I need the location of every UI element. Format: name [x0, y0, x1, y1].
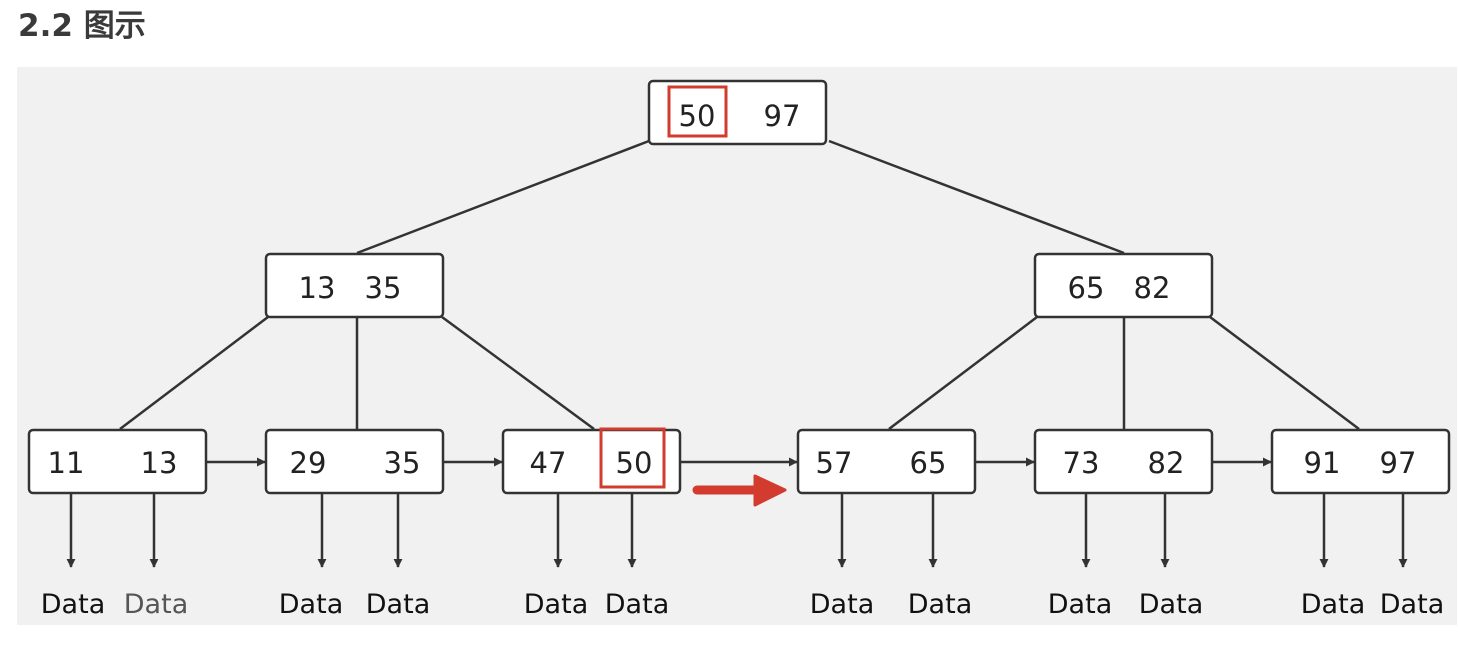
- data-pointers: [66, 493, 1408, 568]
- leaf2-key-1: 29: [290, 446, 327, 480]
- leaf3-highlight-box: [599, 427, 666, 489]
- leaf3-key-1: 47: [530, 446, 567, 480]
- leaf4-key-1: 57: [816, 446, 853, 480]
- leaf6-key-2: 97: [1380, 446, 1417, 480]
- edge-right-leaf6: [1209, 316, 1360, 430]
- leaf3-key-2: 50: [616, 446, 653, 480]
- leaf1-key-1: 11: [48, 446, 85, 480]
- edge-right-leaf4: [888, 316, 1038, 430]
- data-label: Data: [1139, 589, 1203, 620]
- data-label: Data: [1380, 589, 1444, 620]
- leaf-node-4: 57 65: [796, 428, 977, 495]
- internal-left-key-2: 35: [365, 271, 402, 305]
- internal-node-right: 65 82: [1033, 252, 1214, 319]
- bplus-tree-figure: 50 97 13 35 65 82 11 13 29 35 47: [17, 67, 1457, 625]
- internal-node-left: 13 35: [264, 252, 445, 319]
- data-label: Data: [524, 589, 588, 620]
- leaf5-key-1: 73: [1063, 446, 1100, 480]
- leaf4-key-2: 65: [910, 446, 947, 480]
- internal-right-key-1: 65: [1068, 271, 1105, 305]
- data-label: Data: [41, 589, 105, 620]
- data-label: Data: [605, 589, 669, 620]
- data-label: Data: [366, 589, 430, 620]
- tree-edges: [119, 139, 1360, 431]
- edge-left-leaf1: [119, 316, 269, 430]
- leaf2-key-2: 35: [384, 446, 421, 480]
- leaf-node-3: 47 50: [501, 427, 682, 495]
- internal-left-key-1: 13: [299, 271, 336, 305]
- leaf-node-1: 11 13: [27, 428, 208, 495]
- data-label: Data: [1048, 589, 1112, 620]
- root-highlight-box: [667, 85, 728, 138]
- leaf5-key-2: 82: [1148, 446, 1185, 480]
- section-heading: 2.2 图示: [18, 8, 146, 44]
- bplus-tree-diagram: 50 97 13 35 65 82 11 13 29 35 47: [27, 79, 1451, 620]
- data-label: Data: [124, 589, 188, 620]
- leaf-node-5: 73 82: [1033, 428, 1214, 495]
- data-label: Data: [1301, 589, 1365, 620]
- root-key-2: 97: [764, 99, 801, 133]
- internal-right-key-2: 82: [1134, 271, 1171, 305]
- edge-left-leaf3: [441, 315, 595, 431]
- leaf-node-2: 29 35: [264, 428, 445, 495]
- root-key-1: 50: [679, 99, 716, 133]
- edge-root-left: [356, 139, 650, 255]
- data-label: Data: [279, 589, 343, 620]
- data-label: Data: [810, 589, 874, 620]
- root-node: 50 97: [647, 79, 828, 146]
- leaf-node-6: 91 97: [1270, 428, 1451, 495]
- red-scan-arrow: [692, 474, 787, 507]
- edge-root-right: [828, 139, 1125, 255]
- leaf1-key-2: 13: [141, 446, 178, 480]
- data-label: Data: [908, 589, 972, 620]
- data-labels: Data Data Data Data Data Data Data Data …: [41, 589, 1444, 620]
- leaf6-key-1: 91: [1304, 446, 1341, 480]
